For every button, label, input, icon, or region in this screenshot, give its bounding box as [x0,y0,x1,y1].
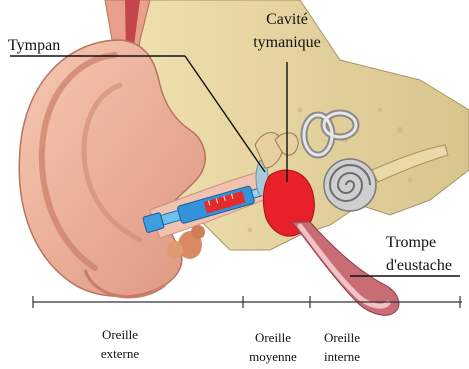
oreille-interne-label-line1: Oreille [324,331,360,344]
cavite-label-line2: tymanique [253,35,321,51]
trompe-label-line2: d'eustache [386,258,452,274]
oreille-externe-label-line1: Oreille [102,328,138,341]
oreille-interne-label-line2: interne [324,350,360,363]
cochlea [324,159,376,211]
oreille-externe-label-line2: externe [101,347,139,360]
oreille-moyenne-label-line1: Oreille [255,331,291,344]
oreille-moyenne-label-line2: moyenne [249,350,297,363]
trompe-label-line1: Trompe [386,235,436,251]
cavite-label-line1: Cavité [266,12,308,28]
tympan-label: Tympan [8,38,60,54]
